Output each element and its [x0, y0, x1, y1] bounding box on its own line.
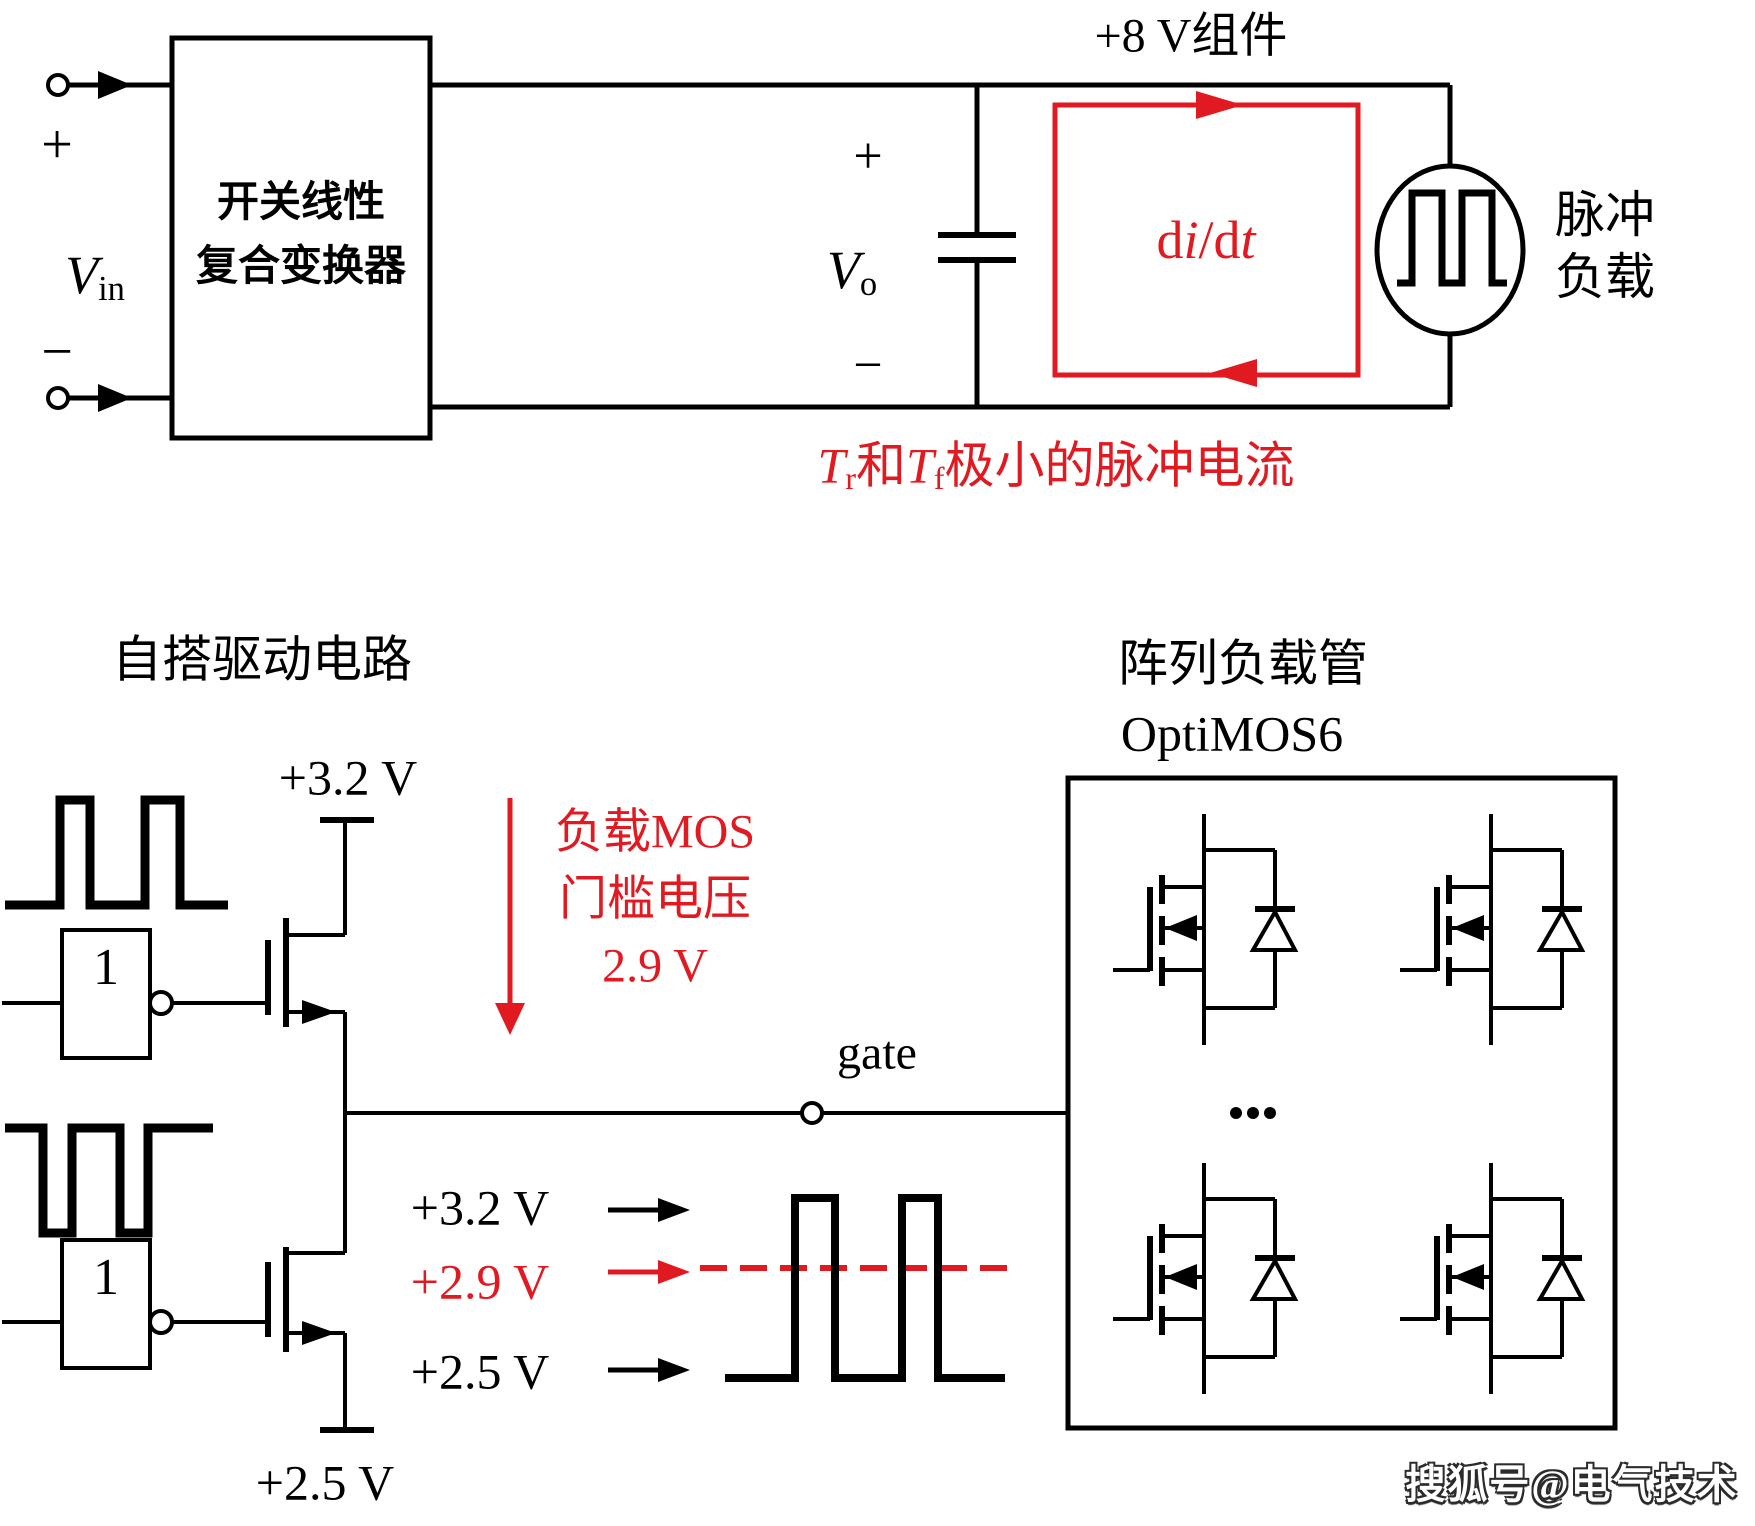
inverter-1-gate-symbol: 1: [93, 939, 119, 997]
inverter-2-gate-symbol: 1: [93, 1249, 119, 1307]
vo-minus-sign: −: [853, 337, 883, 395]
driver-title: 自搭驱动电路: [112, 631, 412, 688]
mosfet-array-box: [1065, 775, 1618, 1431]
driver-mosfet-upper: [265, 817, 374, 1113]
inverter-1-bubble: [148, 990, 174, 1016]
inverter-1: [2, 928, 268, 1060]
arrow-low: [658, 1358, 690, 1382]
threshold-arrow: [495, 798, 525, 1035]
gate-bus: [345, 1101, 1068, 1125]
level-low-label: +2.5 V: [410, 1343, 550, 1400]
source-arrow-lower: [302, 1321, 336, 1345]
level-high-label: +3.2 V: [410, 1179, 550, 1236]
array-title: 阵列负载管: [1118, 635, 1368, 692]
gate-net-label: gate: [837, 1026, 917, 1080]
level-arrows: [608, 1198, 690, 1382]
vo-plus-sign: +: [853, 128, 883, 186]
loop-arrow-left: [1210, 359, 1257, 387]
gate-voltage-waveform: [725, 1194, 1005, 1382]
input-pulse-waveform-top: [5, 795, 228, 910]
inverter-2-box: [60, 1238, 152, 1370]
array-mosfet-top-left: [1113, 814, 1295, 1045]
input-arrow-bottom: [98, 384, 132, 412]
arrow-mid: [658, 1260, 690, 1284]
driver-mosfet-lower: [265, 1113, 374, 1433]
watermark: 搜狐号@电气技术: [1405, 1462, 1739, 1507]
rise-fall-caption: Tr和Tf极小的脉冲电流: [817, 437, 1295, 496]
down-arrowhead: [495, 1003, 525, 1035]
module-voltage-label: +8 V组件: [1094, 9, 1288, 63]
vin-label: Vin: [65, 245, 125, 309]
array-part-number: OptiMOS6: [1120, 705, 1344, 762]
supply-top-label: +3.2 V: [278, 749, 418, 806]
array-mosfet-bottom-left: [1113, 1163, 1295, 1394]
input-terminal-bottom: [46, 386, 70, 410]
input-pulse-waveform-bottom: [5, 1123, 213, 1238]
input-terminal-top: [46, 73, 70, 97]
input-arrow-top: [98, 71, 132, 99]
pulse-load-label: 脉冲 负载: [1555, 187, 1655, 305]
output-capacitor: [938, 85, 1016, 407]
array-mosfet-bottom-right: [1400, 1163, 1582, 1394]
inverter-2-bubble: [148, 1309, 174, 1335]
output-wires: [430, 82, 1453, 410]
converter-box-label: 开关线性 复合变换器: [195, 180, 407, 290]
level-mid-label: +2.9 V: [410, 1253, 550, 1310]
threshold-note: 负载MOS 门槛电压 2.9 V: [554, 805, 756, 993]
ellipsis-dots-icon: [1230, 1107, 1276, 1119]
loop-arrow-right: [1196, 91, 1243, 119]
inverter-2: [2, 1238, 268, 1370]
vin-minus-sign: −: [41, 320, 73, 383]
didt-label: di/dt: [1156, 209, 1256, 270]
didt-current-loop: [1052, 91, 1361, 387]
pulse-load-source: [1374, 163, 1526, 337]
array-mosfet-top-right: [1400, 814, 1582, 1045]
vin-plus-sign: +: [41, 113, 73, 176]
supply-bottom-label: +2.5 V: [255, 1454, 395, 1511]
arrow-high: [658, 1198, 690, 1222]
source-arrow-upper: [302, 1000, 336, 1024]
inverter-1-box: [60, 928, 152, 1060]
gate-node: [800, 1101, 824, 1125]
vo-label: Vo: [826, 240, 878, 304]
input-terminals: [46, 71, 172, 412]
pulse-waveform-icon: [1397, 189, 1507, 287]
converter-box: [169, 35, 433, 441]
